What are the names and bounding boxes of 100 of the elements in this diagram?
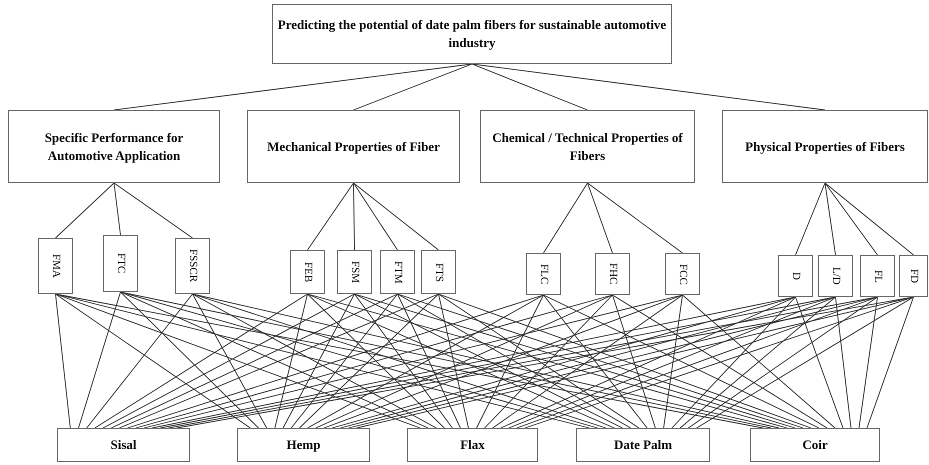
connector-line: [120, 292, 259, 428]
goal-box: [272, 4, 672, 64]
node-label: FTM: [392, 260, 403, 284]
connector-line: [696, 296, 914, 428]
connector-line: [86, 294, 193, 428]
node-label: L/D: [830, 267, 841, 285]
node-label: Flax: [460, 436, 485, 454]
sub-criterion-box: [337, 250, 372, 294]
connector-line: [438, 294, 640, 428]
connector-line: [94, 294, 308, 428]
connector-line: [492, 294, 683, 428]
connector-line: [688, 296, 878, 428]
sub-criterion-box: [665, 253, 700, 295]
node-label: Date Palm: [614, 436, 672, 454]
connector-line: [484, 294, 613, 428]
node-label: FMA: [50, 254, 61, 278]
connector-line: [612, 294, 656, 428]
connector-line: [663, 294, 683, 428]
connector-line: [824, 182, 878, 256]
connector-line: [397, 294, 632, 428]
alternative-box: [750, 428, 880, 462]
connector-line: [282, 294, 355, 428]
criterion-box: [722, 110, 928, 183]
connector-line: [476, 294, 544, 428]
connector-line: [795, 182, 826, 256]
connector-line: [438, 294, 469, 428]
sub-criterion-box: [290, 250, 325, 294]
connector-line: [353, 182, 439, 250]
sub-criterion-box: [526, 253, 561, 295]
sub-criterion-box: [595, 253, 630, 295]
node-label: FLC: [538, 264, 549, 284]
sub-criterion-box: [421, 250, 456, 294]
node-label: FSSCR: [187, 249, 198, 283]
connector-line: [78, 292, 121, 428]
connector-line: [354, 294, 453, 428]
node-label: FD: [908, 268, 919, 284]
connector-line: [307, 182, 354, 250]
connector-line: [324, 294, 683, 428]
connector-line: [472, 64, 826, 110]
connector-line: [274, 294, 308, 428]
connector-line: [587, 182, 613, 254]
connector-line: [354, 294, 623, 428]
sub-criterion-box: [103, 235, 138, 292]
node-label: FEB: [302, 262, 313, 282]
connector-line: [192, 294, 268, 428]
node-label: FTC: [115, 253, 126, 274]
criterion-box: [247, 110, 460, 183]
connector-line: [795, 296, 844, 428]
connector-line: [353, 182, 398, 250]
node-label: D: [790, 272, 801, 280]
connector-line: [290, 294, 398, 428]
connector-line: [671, 296, 796, 428]
connector-line: [543, 294, 648, 428]
sub-criterion-box: [778, 255, 813, 297]
node-label: Chemical / Technical Properties of Fibers: [491, 128, 684, 164]
node-label: Sisal: [110, 436, 136, 454]
connector-line: [858, 296, 878, 428]
sub-criterion-box: [818, 255, 853, 297]
node-label: Predicting the potential of date palm fibers for sustainable automotive industry: [277, 16, 667, 52]
connector-line: [397, 294, 461, 428]
sub-criterion-box: [899, 255, 928, 297]
connector-line: [587, 182, 683, 254]
connector-line: [55, 294, 421, 428]
connector-line: [824, 182, 914, 256]
alternative-box: [576, 428, 710, 462]
connector-line: [114, 64, 472, 110]
connector-line: [472, 64, 588, 110]
connector-line: [55, 294, 71, 428]
connector-line: [114, 182, 121, 236]
sub-criterion-box: [860, 255, 895, 297]
sub-criterion-box: [380, 250, 415, 294]
node-label: FTS: [433, 262, 444, 282]
connector-line: [612, 294, 828, 428]
node-label: FSM: [349, 260, 360, 284]
node-label: FHC: [607, 263, 618, 285]
node-label: Physical Properties of Fibers: [745, 138, 905, 156]
alternative-box: [407, 428, 538, 462]
connector-line: [835, 296, 852, 428]
node-label: Specific Performance for Automotive Application: [44, 128, 184, 164]
connector-line: [55, 182, 114, 238]
node-label: Mechanical Properties of Fiber: [267, 138, 440, 156]
connector-line: [102, 294, 355, 428]
criterion-box: [8, 110, 220, 183]
connector-line: [543, 294, 820, 428]
criterion-box: [480, 110, 695, 183]
node-label: FCC: [677, 264, 688, 284]
connector-line: [353, 64, 472, 110]
connector-line: [307, 294, 544, 428]
sub-criterion-box: [38, 238, 73, 294]
connector-line: [866, 296, 914, 428]
node-label: FL: [872, 270, 883, 282]
sub-criterion-box: [175, 238, 210, 294]
node-label: Hemp: [286, 436, 320, 454]
alternative-box: [57, 428, 190, 462]
connector-line: [192, 294, 437, 428]
connector-line: [824, 182, 836, 256]
connector-line: [353, 182, 355, 250]
node-label: Coir: [802, 436, 828, 454]
connector-line: [114, 182, 193, 238]
connector-line: [543, 182, 588, 254]
